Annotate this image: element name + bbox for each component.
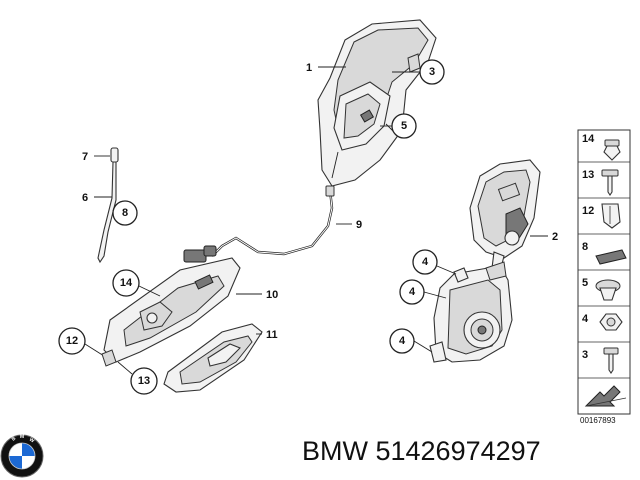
callout-13-circle	[130, 367, 158, 395]
fastener-panel: 14 13 12 8 5 4 3	[577, 129, 631, 415]
callout-10-label: 10	[266, 289, 278, 301]
callout-5-label: 5	[401, 120, 407, 132]
nut-4-icon	[599, 313, 623, 331]
panel-label-3: 3	[582, 349, 588, 361]
part-11-handle-bezel	[163, 323, 263, 393]
screw-13-icon	[601, 169, 619, 196]
part-7-knob	[110, 147, 119, 163]
svg-text:B: B	[11, 435, 18, 442]
callout-3-label: 3	[429, 66, 435, 78]
callout-14-circle	[112, 269, 140, 297]
panel-label-14: 14	[582, 133, 595, 145]
clip-14-icon	[603, 139, 621, 161]
callout-4a-label: 4	[422, 256, 429, 268]
callout-1-label: 1	[306, 62, 312, 74]
callout-12-label: 12	[66, 335, 78, 347]
panel-label-8: 8	[582, 241, 588, 253]
part-4-actuator	[429, 261, 513, 363]
part-9-cable	[183, 185, 335, 263]
bmw-logo: B M W	[0, 434, 44, 478]
screw-3-icon	[603, 347, 619, 374]
panel-label-12: 12	[582, 205, 594, 217]
diagram-reference-code: 00167893	[580, 416, 616, 425]
part-2-lock-mechanism	[469, 159, 541, 273]
callout-6-label: 6	[82, 192, 88, 204]
callout-11-label: 11	[266, 329, 278, 341]
part-10-handle-carrier	[103, 257, 241, 363]
callout-12-circle	[58, 327, 86, 355]
callout-8-label: 8	[122, 207, 128, 219]
part-6-rod	[97, 161, 117, 264]
callout-4a-circle	[412, 249, 438, 275]
pad-8-icon	[595, 249, 627, 265]
callout-7-label: 7	[82, 151, 88, 163]
arrow-symbol-icon	[584, 385, 627, 407]
callout-14-label: 14	[120, 277, 133, 289]
panel-label-4: 4	[582, 313, 589, 325]
part-1-lock-cover	[317, 19, 437, 187]
grommet-5-icon	[595, 279, 621, 301]
panel-label-5: 5	[582, 277, 588, 289]
clip-12-icon	[601, 203, 621, 229]
callout-13-label: 13	[138, 375, 150, 387]
callout-4c-label: 4	[399, 335, 406, 347]
callout-2-label: 2	[552, 231, 558, 243]
callout-3-circle	[419, 59, 445, 85]
callout-4b-label: 4	[409, 286, 416, 298]
callout-8-circle	[112, 200, 138, 226]
callout-9-label: 9	[356, 219, 362, 231]
svg-text:W: W	[28, 437, 36, 445]
part-caption: BMW 51426974297	[302, 436, 541, 466]
panel-label-13: 13	[582, 169, 594, 181]
svg-text:M: M	[20, 434, 24, 440]
callout-5-circle	[391, 113, 417, 139]
